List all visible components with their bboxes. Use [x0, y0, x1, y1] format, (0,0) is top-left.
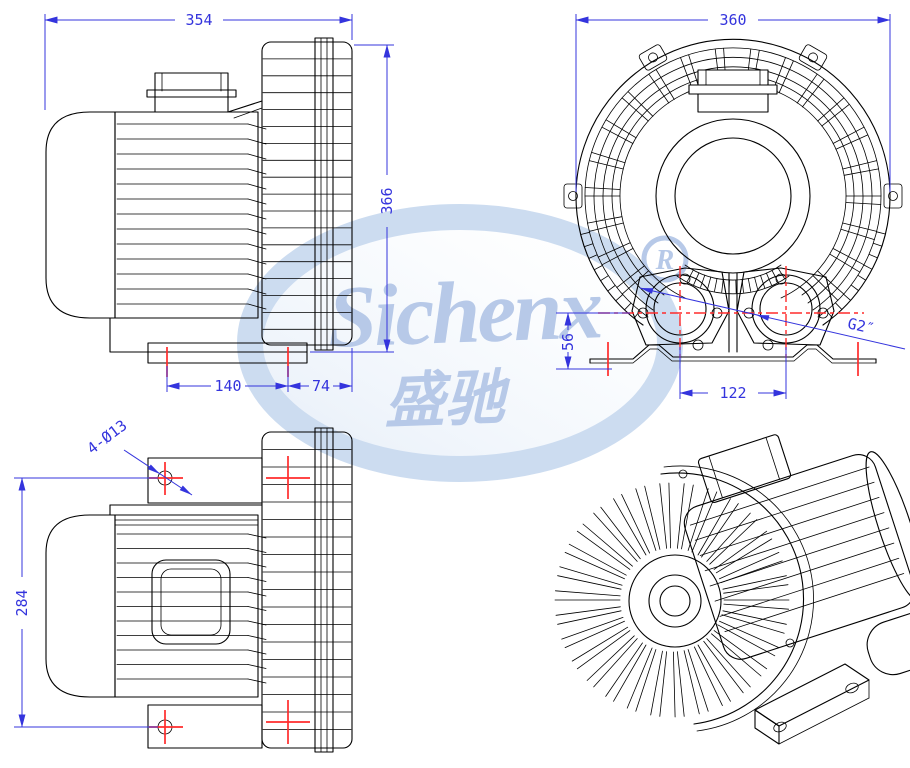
dim-text-284: 284 — [13, 589, 31, 616]
watermark-chinese-text: 盛驰 — [383, 365, 512, 435]
dim-text-354: 354 — [185, 11, 212, 29]
dim-port-spacing-122: 122 — [679, 347, 787, 402]
label-mounting-holes-4xd13: 4-Ø13 — [84, 416, 193, 496]
center-cover-circle — [655, 118, 811, 274]
motor-end-cap — [45, 111, 116, 319]
registered-r-glyph: R — [655, 245, 675, 276]
dim-base-holes-140-74: 140 74 — [166, 348, 353, 395]
mounting-tab — [563, 183, 583, 209]
dim-text-56: 56 — [559, 333, 577, 351]
iso-hub — [628, 554, 722, 648]
dim-text-74: 74 — [312, 377, 330, 395]
mounting-tab — [883, 183, 903, 209]
dim-overall-height-366: 366 — [310, 44, 396, 353]
label-text-4xd13: 4-Ø13 — [84, 416, 131, 458]
dim-text-122: 122 — [719, 384, 746, 402]
dim-hole-span-284: 284 — [13, 477, 158, 728]
inlet-grille — [686, 266, 785, 294]
terminal-box-flange — [146, 89, 237, 98]
motor-body-top — [114, 514, 259, 698]
blower-housing-fins — [262, 58, 352, 330]
iso-mounting-bracket — [754, 663, 870, 745]
terminal-box — [154, 72, 229, 113]
mounting-tab — [798, 44, 828, 71]
housing-flange-band-top — [314, 427, 334, 753]
registered-trademark-icon: R — [641, 235, 689, 283]
radial-cooling-fins — [580, 47, 886, 319]
motor-fins — [116, 123, 267, 310]
iso-impeller-fins — [554, 482, 790, 718]
isometric-view-drawing — [554, 434, 910, 745]
motor-fins-top — [116, 533, 267, 684]
right-port-flange — [736, 267, 835, 346]
mounting-feet — [589, 344, 877, 360]
housing-flange-band — [314, 37, 334, 351]
iso-motor — [683, 434, 910, 676]
iso-terminal-box — [697, 434, 792, 503]
front-view-drawing: 360 56 122 G2″ — [556, 11, 906, 402]
dim-text-360: 360 — [719, 11, 746, 29]
base-plate — [147, 342, 308, 364]
motor-saddle — [109, 317, 308, 353]
blower-housing-top — [261, 431, 353, 749]
mounting-tab — [638, 44, 668, 71]
fan-cover-square — [151, 559, 231, 645]
center-hub-circle — [674, 137, 792, 255]
iso-muffler — [866, 609, 910, 676]
dim-overall-width-354: 354 — [44, 11, 353, 110]
label-text-g2: G2″ — [846, 314, 876, 338]
blower-housing-fins-top — [262, 449, 352, 730]
side-view-drawing: 354 366 140 74 — [44, 11, 396, 395]
top-view-drawing: 284 4-Ø13 — [13, 416, 353, 753]
dim-port-to-foot-56: 56 — [556, 312, 630, 370]
housing-outer-rim — [575, 38, 891, 326]
label-port-thread-g2: G2″ — [639, 287, 906, 350]
iso-housing-band — [660, 472, 805, 725]
terminal-box-flange-front — [688, 84, 778, 95]
dim-overall-width-360: 360 — [575, 11, 891, 192]
motor-end-cap-top — [45, 514, 116, 698]
motor-body — [114, 111, 259, 319]
dim-text-366: 366 — [378, 187, 396, 214]
dim-text-140: 140 — [214, 377, 241, 395]
